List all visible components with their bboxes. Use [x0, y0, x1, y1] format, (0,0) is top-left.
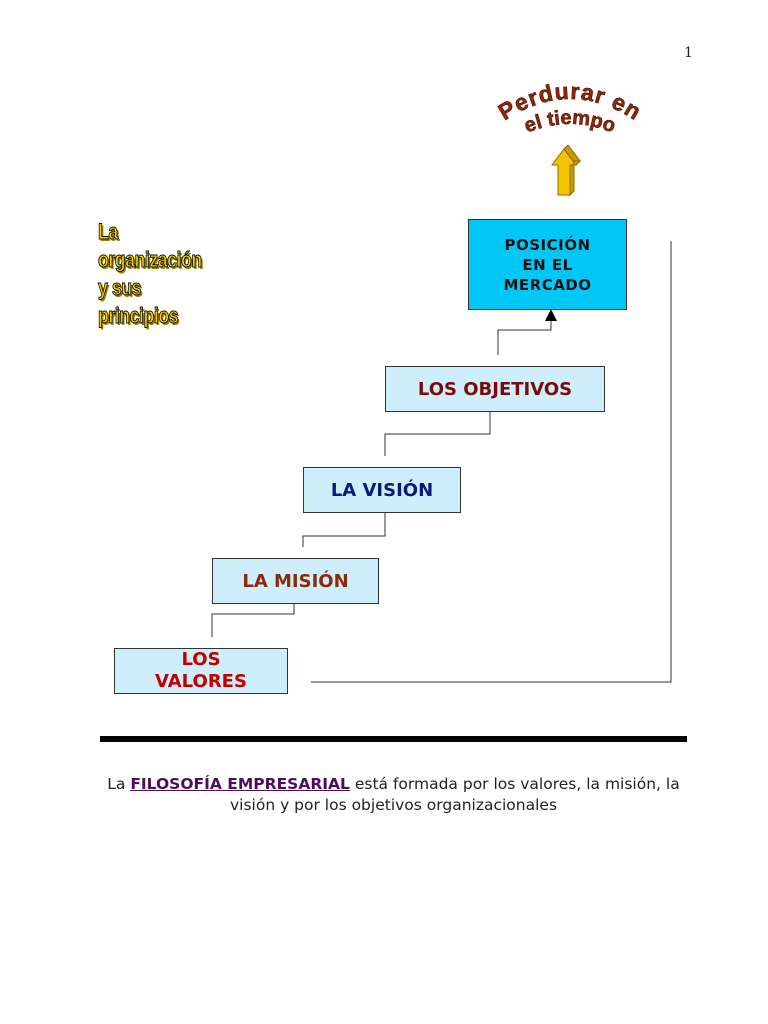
wordart-org-line2: y sus principios — [98, 275, 179, 329]
caption-prefix: La — [107, 775, 131, 793]
box-valores: LOS VALORES — [114, 648, 288, 694]
box-vision: LA VISIÓN — [303, 467, 461, 513]
posicion-line1: POSICIÓN — [504, 235, 591, 254]
wordart-organizacion: La organización y sus principios — [98, 218, 218, 330]
posicion-line3: MERCADO — [503, 275, 592, 294]
wordart-org-line1: La organización — [98, 219, 203, 273]
box-mision: LA MISIÓN — [212, 558, 379, 604]
posicion-line2: EN EL — [522, 255, 573, 274]
up-arrow-icon — [551, 145, 582, 197]
box-posicion-mercado: POSICIÓN EN EL MERCADO — [468, 219, 627, 310]
page-number: 1 — [684, 45, 693, 61]
caption-rest: está formada por los valores, la misión,… — [229, 775, 680, 814]
box-objetivos: LOS OBJETIVOS — [385, 366, 605, 412]
caption-emphasis: FILOSOFÍA EMPRESARIAL — [130, 775, 350, 793]
wordart-perdurar: Perdurar en el tiempo — [493, 78, 646, 138]
valores-line1: LOS — [181, 649, 221, 670]
caption: La FILOSOFÍA EMPRESARIAL está formada po… — [100, 774, 687, 816]
valores-line2: VALORES — [155, 671, 247, 692]
horizontal-rule — [100, 736, 687, 742]
